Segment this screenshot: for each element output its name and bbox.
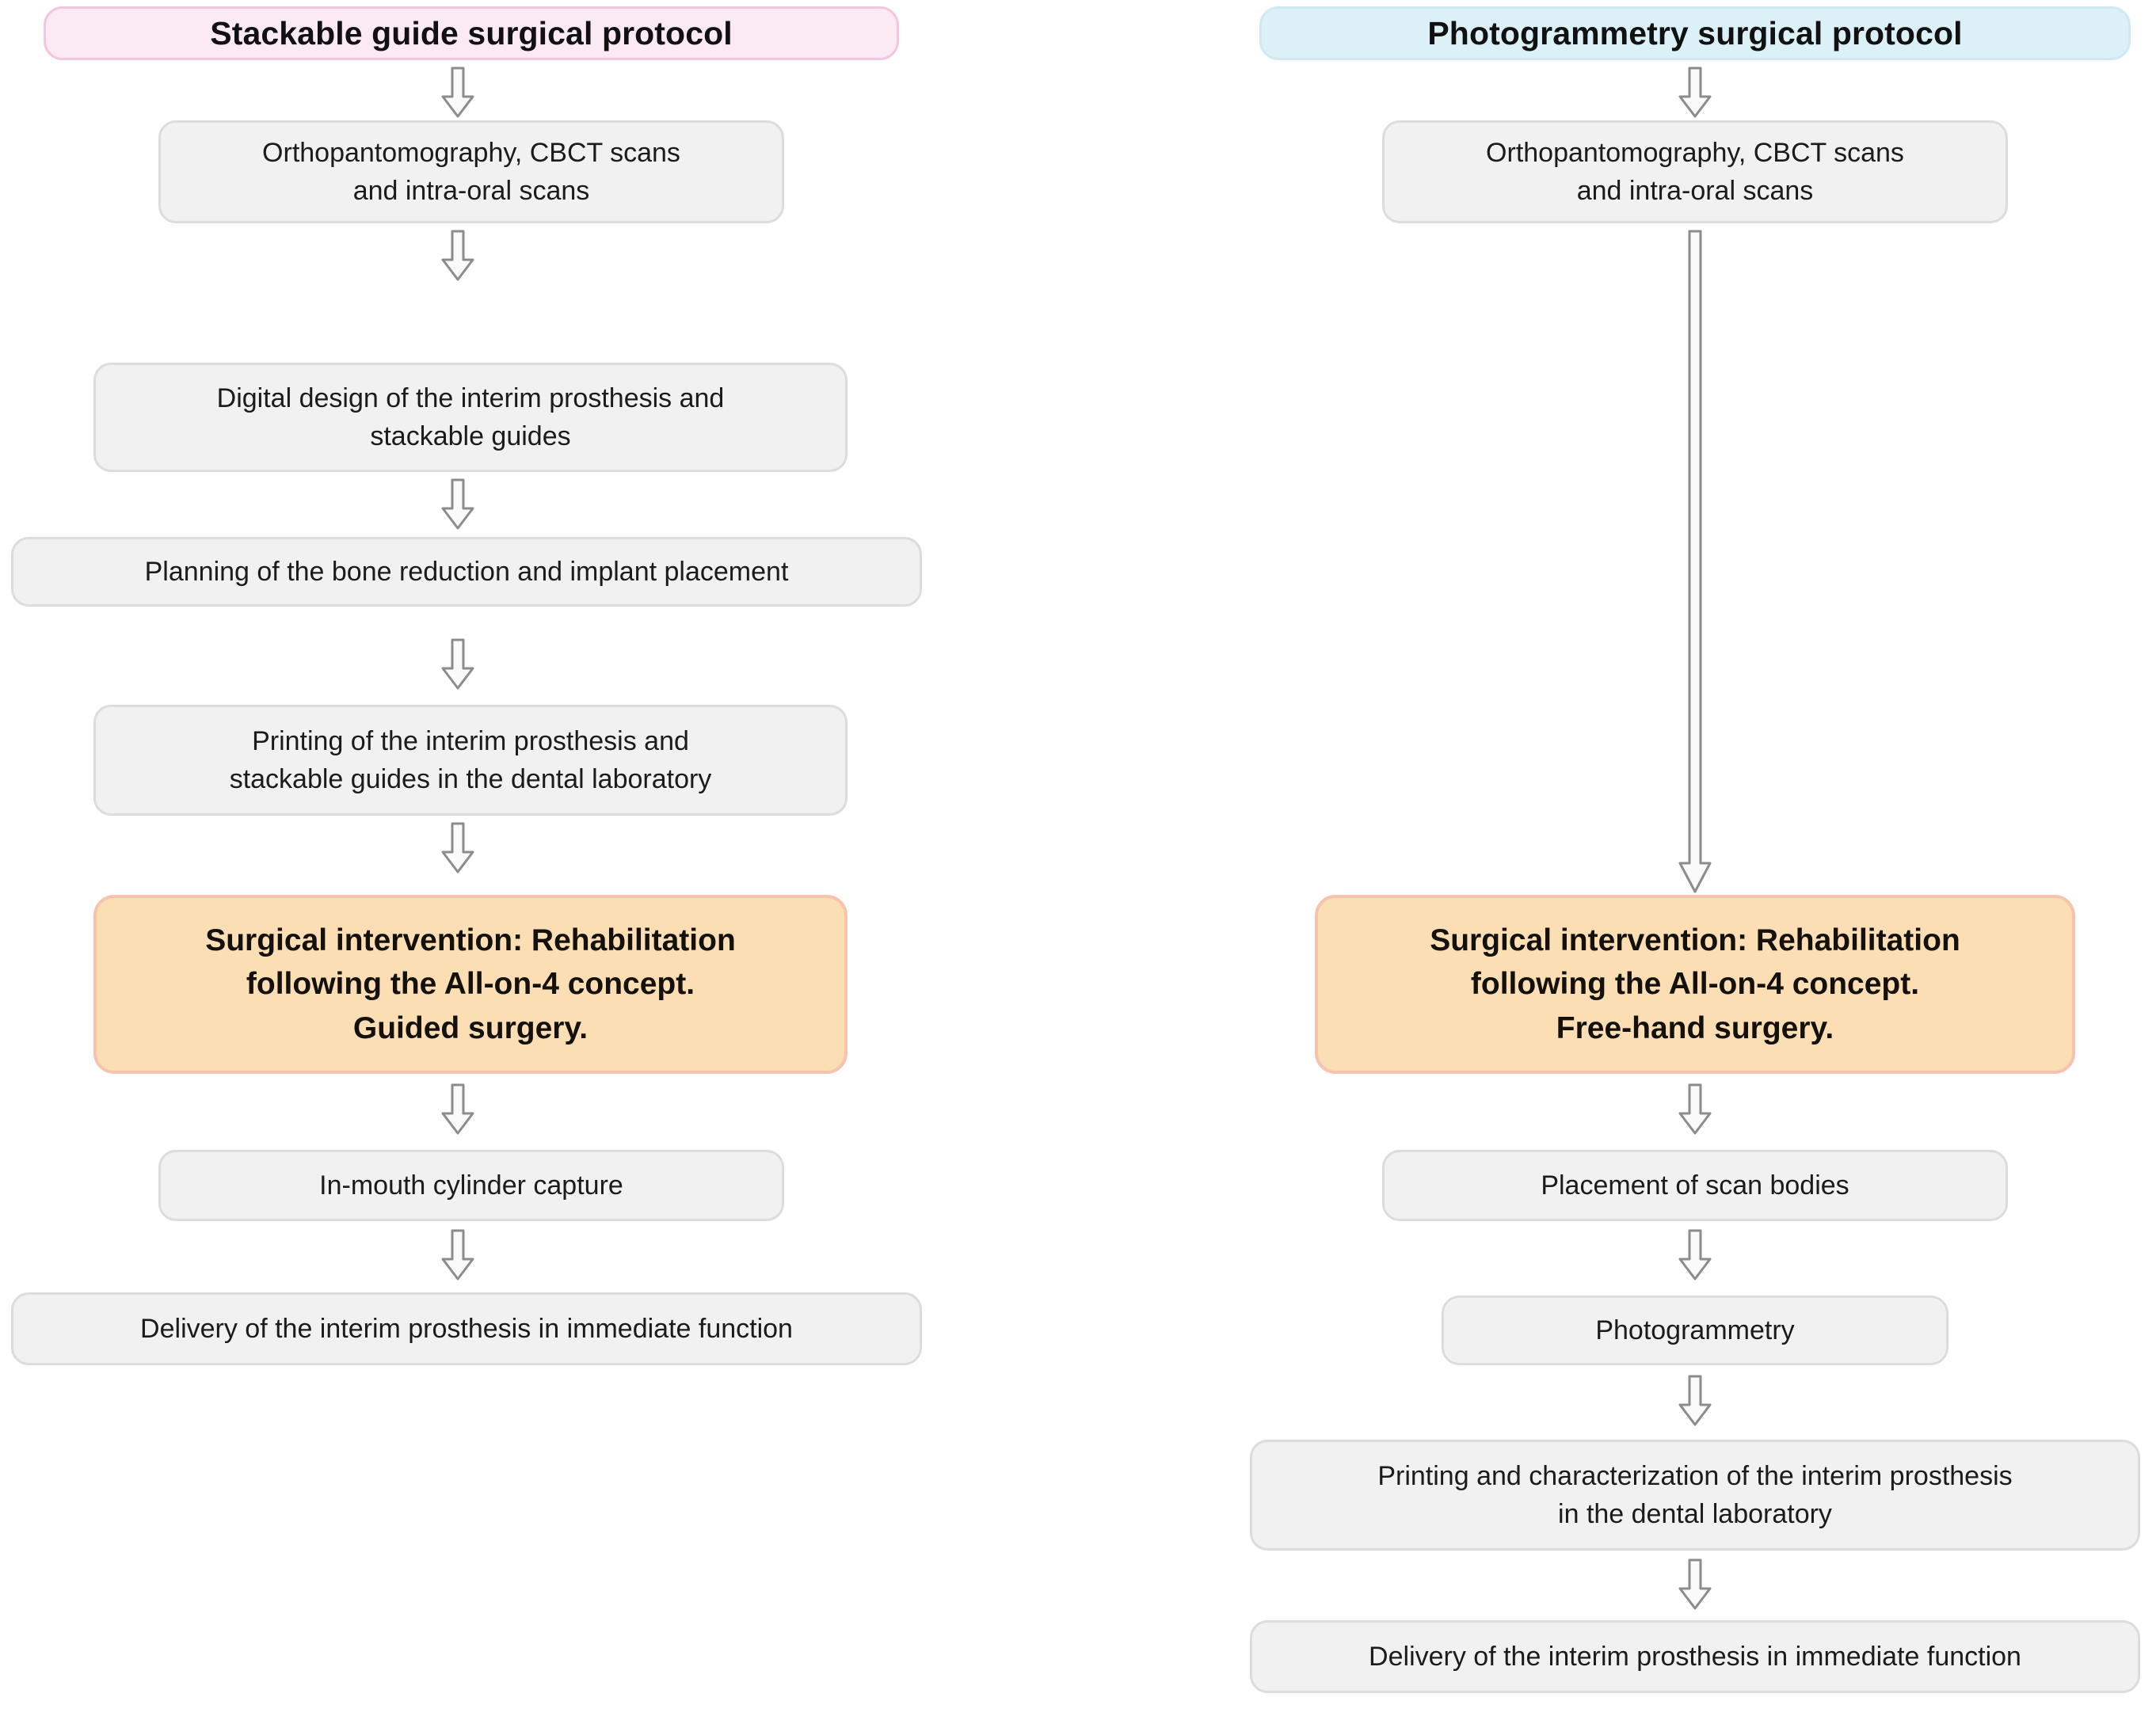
down-block-arrow-icon xyxy=(1678,1375,1712,1427)
down-block-arrow-icon xyxy=(440,1229,475,1281)
left-step-highlight-surgical-intervention: Surgical intervention: Rehabilitation fo… xyxy=(93,895,848,1074)
left-step-6: Delivery of the interim prosthesis in im… xyxy=(11,1292,922,1365)
down-block-arrow-icon xyxy=(440,822,475,874)
down-block-arrow-icon xyxy=(1678,1558,1712,1611)
right-step-3: Photogrammetry xyxy=(1442,1296,1948,1365)
right-step-1: Orthopantomography, CBCT scans and intra… xyxy=(1382,120,2008,223)
left-protocol-title: Stackable guide surgical protocol xyxy=(44,6,899,60)
left-step-2: Digital design of the interim prosthesis… xyxy=(93,363,848,472)
left-step-5: In-mouth cylinder capture xyxy=(158,1150,784,1221)
down-block-arrow-icon xyxy=(440,638,475,691)
down-block-arrow-icon xyxy=(440,67,475,119)
down-block-arrow-icon xyxy=(1678,1229,1712,1281)
left-step-3: Planning of the bone reduction and impla… xyxy=(11,537,922,607)
down-block-arrow-icon xyxy=(440,230,475,282)
left-step-4: Printing of the interim prosthesis and s… xyxy=(93,705,848,816)
right-step-4: Printing and characterization of the int… xyxy=(1250,1440,2140,1551)
down-block-arrow-icon xyxy=(1678,1083,1712,1136)
long-down-block-arrow-icon xyxy=(1678,230,1712,895)
down-block-arrow-icon xyxy=(440,1083,475,1136)
down-block-arrow-icon xyxy=(440,478,475,531)
down-block-arrow-icon xyxy=(1678,67,1712,119)
right-protocol-title: Photogrammetry surgical protocol xyxy=(1259,6,2131,60)
left-step-1: Orthopantomography, CBCT scans and intra… xyxy=(158,120,784,223)
right-step-5: Delivery of the interim prosthesis in im… xyxy=(1250,1620,2140,1693)
right-step-2: Placement of scan bodies xyxy=(1382,1150,2008,1221)
right-step-highlight-surgical-intervention: Surgical intervention: Rehabilitation fo… xyxy=(1315,895,2075,1074)
